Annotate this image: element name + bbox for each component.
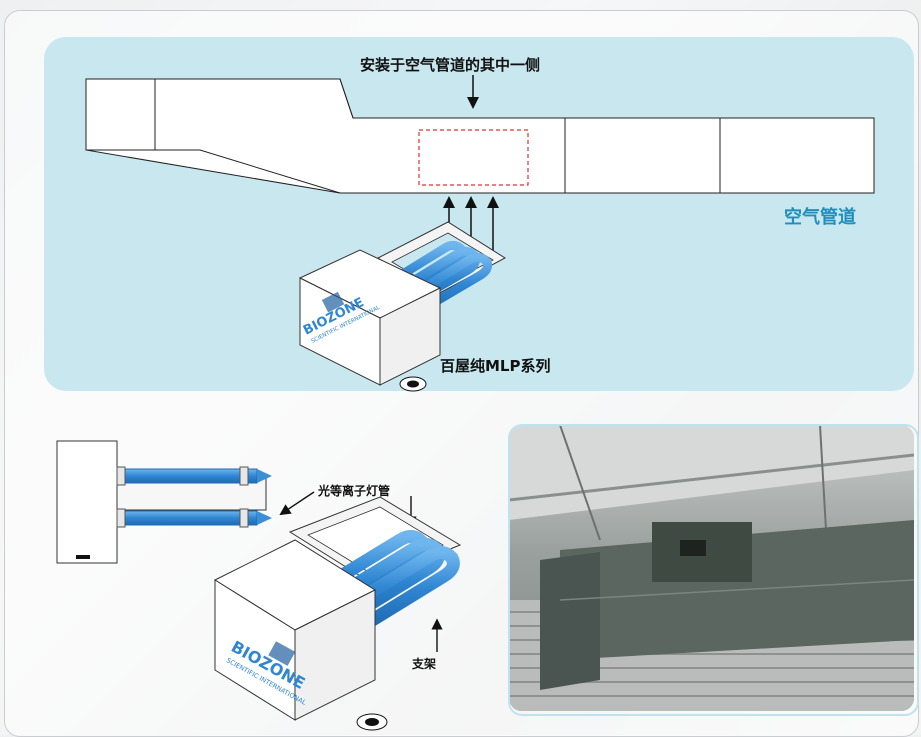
install-side-label: 安装于空气管道的其中一侧	[360, 56, 541, 74]
plasma-tubes-label: 光等离子灯管	[318, 484, 391, 498]
bracket-label: 支架	[412, 657, 437, 671]
air-duct	[85, 78, 875, 194]
mounting-area	[418, 129, 529, 186]
installation-photo	[509, 425, 914, 711]
arrow-down-icon	[279, 491, 315, 516]
side-view	[56, 440, 272, 564]
photo-frame	[508, 424, 919, 716]
air-duct-label: 空气管道	[784, 207, 856, 228]
mlp-unit-top: BIOZONE SCIENTIFIC INTERNATIONAL	[298, 221, 506, 392]
series-name-label: 百屋纯MLP系列	[440, 357, 551, 375]
mlp-unit-bottom: BIOZONE SCIENTIFIC INTERNATIONAL	[213, 496, 462, 731]
